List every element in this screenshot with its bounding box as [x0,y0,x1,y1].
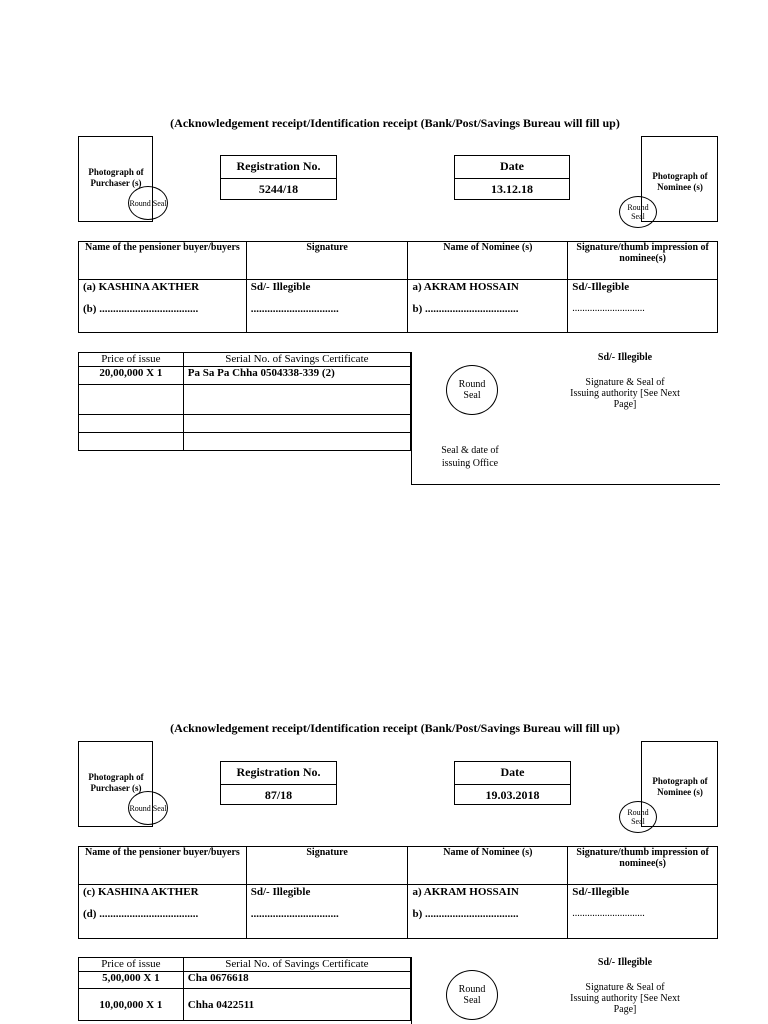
price-table: Price of issue Serial No. of Savings Cer… [78,957,412,1021]
table-row [78,414,412,433]
authority-signature: Sd/- Illegible [597,352,653,363]
authority-text: Signature & Seal of Issuing authority [S… [570,982,680,1015]
registration-box: Registration No. 5244/18 [220,155,337,200]
purchaser-photo-box: Photograph of Purchaser (s) [78,741,153,827]
registration-value: 5244/18 [258,182,299,196]
header-signature: Signature [245,241,409,280]
buyer-signature: Sd/- Illegible [250,886,311,898]
divider [411,352,412,485]
header-serial: Serial No. of Savings Certificate [182,957,412,972]
header-signature: Signature [245,846,409,885]
round-seal-label: Round Seal [129,198,167,208]
divider [411,957,412,1024]
pensioner-table: Name of the pensioner buyer/buyers Signa… [78,241,718,333]
price-table: Price of issue Serial No. of Savings Cer… [78,352,412,451]
nominee-photo-box: Photograph of Nominee (s) [641,741,718,827]
round-seal-stamp: Round Seal [128,186,168,220]
header-nominee: Name of Nominee (s) [407,241,569,280]
nominee-name: b) .................................. [412,303,519,315]
buyer-signature: ................................ [250,908,339,920]
registration-label: Registration No. [221,156,336,179]
buyer-name: (b) .................................... [83,303,199,315]
price-value: 10,00,000 X 1 [78,988,184,1021]
table-row: 20,00,000 X 1 Pa Sa Pa Chha 0504338-339 … [78,366,412,385]
nominee-signature: ............................. [572,303,645,314]
divider [411,484,720,485]
registration-label: Registration No. [221,762,336,785]
round-seal-label: Round Seal [627,203,649,221]
nominee-name: a) AKRAM HOSSAIN [412,886,519,898]
purchaser-photo-label: Photograph of Purchaser (s) [88,167,144,188]
date-value: 19.03.2018 [485,788,540,802]
nominee-signature: Sd/-Illegible [572,886,630,898]
table-row [78,432,412,451]
receipt-title: (Acknowledgement receipt/Identification … [170,721,620,735]
date-box: Date 19.03.2018 [454,761,571,805]
buyer-name: (c) KASHINA AKTHER [83,886,199,898]
authority-text: Signature & Seal of Issuing authority [S… [570,377,680,410]
office-seal-text: Seal & date of issuing Office [441,445,499,469]
date-label: Date [455,156,569,179]
pensioner-table: Name of the pensioner buyer/buyers Signa… [78,846,718,939]
round-seal-stamp: Round Seal [128,791,168,825]
purchaser-photo-box: Photograph of Purchaser (s) [78,136,153,222]
nominee-name: a) AKRAM HOSSAIN [412,281,519,293]
price-value: 5,00,000 X 1 [78,971,184,989]
round-seal-stamp: Round Seal [619,801,657,833]
header-price: Price of issue [78,352,184,367]
buyer-signature: Sd/- Illegible [250,281,311,293]
price-value: 20,00,000 X 1 [78,366,184,385]
header-nominee: Name of Nominee (s) [407,846,569,885]
date-value: 13.12.18 [491,182,533,196]
receipt-title: (Acknowledgement receipt/Identification … [170,116,620,130]
serial-value: Chha 0422511 [182,988,412,1021]
nominee-signature: Sd/-Illegible [572,281,630,293]
purchaser-photo-label: Photograph of Purchaser (s) [88,772,144,793]
registration-box: Registration No. 87/18 [220,761,337,805]
table-row: (c) KASHINA AKTHER (d) .................… [78,884,718,939]
table-row: 5,00,000 X 1 Cha 0676618 [78,971,412,989]
date-box: Date 13.12.18 [454,155,570,200]
serial-value: Cha 0676618 [182,971,412,989]
authority-signature: Sd/- Illegible [597,957,653,968]
nominee-photo-label: Photograph of Nominee (s) [652,776,708,797]
round-seal-stamp: Round Seal [446,365,498,415]
buyer-signature: ................................ [250,303,339,315]
round-seal-label: Round Seal [458,984,486,1006]
header-pensioner: Name of the pensioner buyer/buyers [78,241,247,280]
table-row: (a) KASHINA AKTHER (b) .................… [78,279,718,333]
buyer-name: (d) .................................... [83,908,199,920]
header-pensioner: Name of the pensioner buyer/buyers [78,846,247,885]
round-seal-label: Round Seal [458,379,486,401]
serial-value: Pa Sa Pa Chha 0504338-339 (2) [182,366,412,385]
table-row [78,384,412,415]
nominee-signature: ............................. [572,908,645,919]
round-seal-stamp: Round Seal [619,196,657,228]
round-seal-label: Round Seal [129,803,167,813]
registration-value: 87/18 [264,788,293,802]
header-price: Price of issue [78,957,184,972]
round-seal-stamp: Round Seal [446,970,498,1020]
buyer-name: (a) KASHINA AKTHER [83,281,200,293]
table-row: 10,00,000 X 1 Chha 0422511 [78,988,412,1021]
nominee-name: b) .................................. [412,908,519,920]
nominee-photo-box: Photograph of Nominee (s) [641,136,718,222]
round-seal-label: Round Seal [627,808,649,826]
date-label: Date [455,762,570,785]
header-nominee-signature: Signature/thumb impression of nominee(s) [567,846,718,885]
header-nominee-signature: Signature/thumb impression of nominee(s) [567,241,718,280]
nominee-photo-label: Photograph of Nominee (s) [652,171,708,192]
header-serial: Serial No. of Savings Certificate [182,352,412,367]
